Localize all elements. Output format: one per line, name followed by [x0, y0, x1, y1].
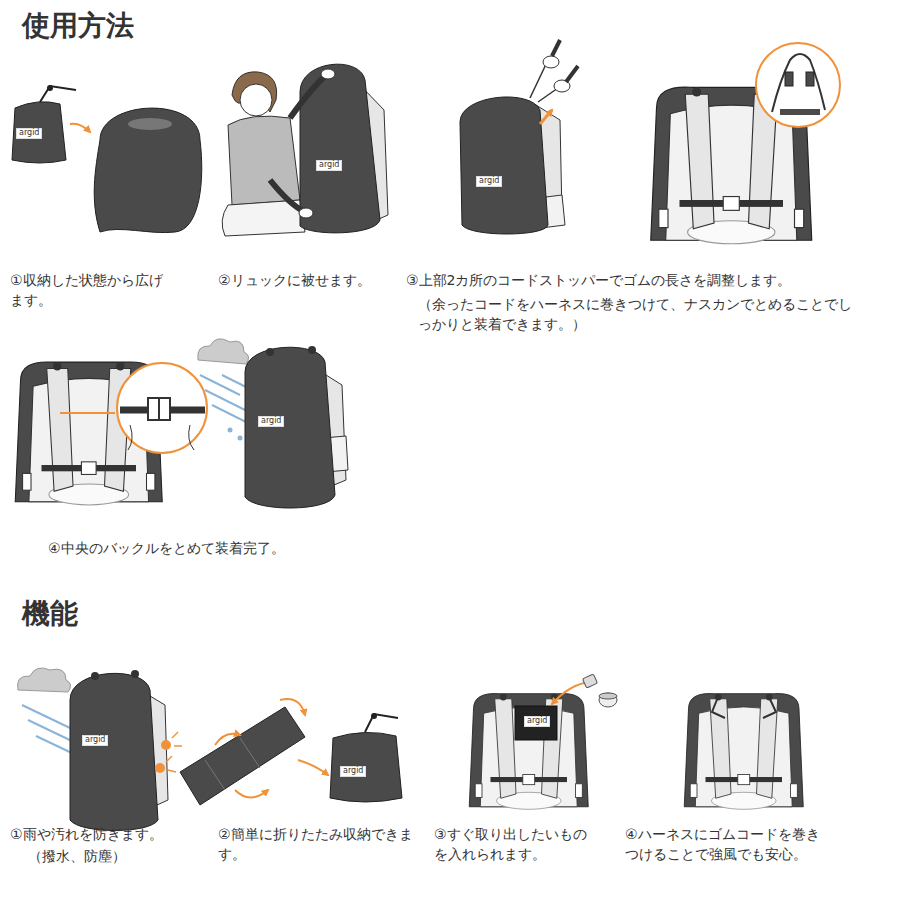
- brand-logo: argid: [16, 128, 42, 139]
- feature-note: （撥水、防塵）: [28, 846, 168, 866]
- brand-logo: argid: [82, 735, 108, 746]
- section-heading: 使用方法: [22, 6, 134, 47]
- brand-logo: argid: [476, 176, 502, 187]
- section-heading: 機能: [22, 594, 78, 635]
- step-caption: ④中央のバックルをとめて装着完了。: [48, 538, 368, 558]
- step-note: （余ったコードをハーネスに巻きつけて、ナスカンでとめることでしっかりと装着できま…: [418, 294, 858, 335]
- feature-caption: ②簡単に折りたたみ収納できます。: [218, 824, 433, 865]
- feature-caption: ③すぐ取り出したいものを入れられます。: [434, 824, 594, 865]
- brand-logo: argid: [524, 716, 550, 727]
- brand-logo: argid: [340, 766, 366, 777]
- feature-caption: ④ハーネスにゴムコードを巻きつけることで強風でも安心。: [625, 824, 827, 865]
- brand-logo: argid: [316, 160, 342, 171]
- step-caption: ③上部2カ所のコードストッパーでゴムの長さを調整します。: [406, 270, 896, 290]
- feature-caption: ①雨や汚れを防ぎます。: [10, 824, 210, 844]
- brand-logo: argid: [258, 416, 284, 427]
- step-caption: ①収納した状態から広げます。: [10, 270, 170, 311]
- step-caption: ②リュックに被せます。: [218, 270, 403, 290]
